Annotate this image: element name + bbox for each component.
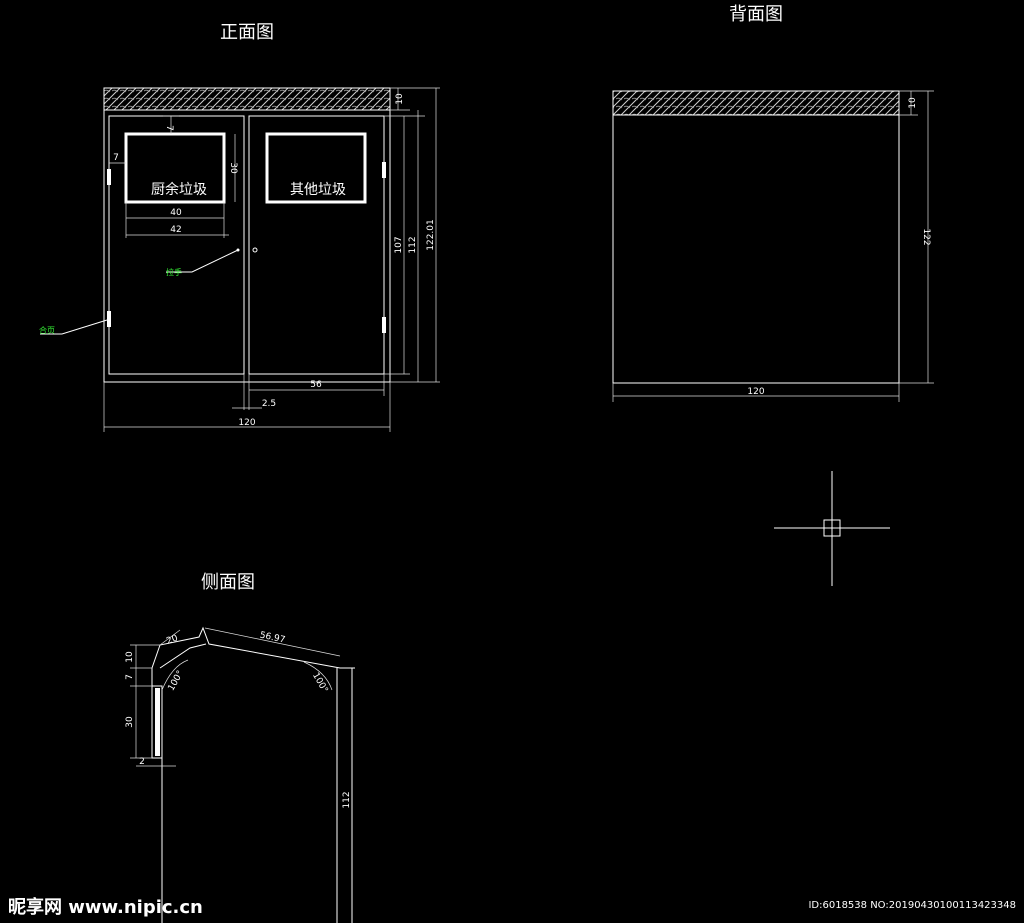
side-dim-2: 2	[139, 757, 145, 767]
front-body-outline	[103, 109, 391, 383]
side-dim-56-97: 56.97	[259, 630, 286, 645]
hinge-icon	[107, 169, 111, 185]
dim-42: 42	[170, 225, 181, 235]
side-dim-10: 10	[125, 651, 135, 663]
hinge-icon	[382, 317, 386, 333]
side-door-panel	[151, 685, 163, 759]
dim-7-side: 7	[113, 153, 119, 163]
left-door-label: 厨余垃圾	[151, 181, 207, 198]
front-view: 正面图 厨余垃圾 其他垃圾 拉手 合页 7	[39, 22, 440, 432]
side-dim-112: 112	[342, 791, 352, 808]
side-roof-outline	[151, 626, 355, 686]
dim-40: 40	[170, 208, 182, 218]
side-angle-right: 100°	[310, 671, 330, 695]
angle-arc-left	[161, 659, 189, 691]
side-roof-inner	[159, 643, 207, 669]
hinge-leader-line	[40, 319, 108, 335]
side-door-fill	[155, 688, 160, 756]
hinge-note: 合页	[39, 325, 55, 335]
back-dim-10: 10	[908, 97, 918, 109]
right-door-window	[265, 132, 367, 204]
back-view-title: 背面图	[729, 4, 783, 25]
angle-arc-right	[303, 661, 333, 691]
front-view-title: 正面图	[220, 22, 274, 43]
crosshair-cursor-icon	[774, 471, 890, 586]
front-roof-hatch	[103, 87, 391, 111]
side-view-title: 侧面图	[201, 572, 255, 593]
back-dim-120: 120	[747, 387, 764, 397]
left-door-window	[124, 132, 226, 204]
dim-56: 56	[310, 380, 322, 390]
hinge-icon	[382, 162, 386, 178]
dim-line	[159, 629, 181, 646]
dim-2-5: 2.5	[262, 399, 276, 409]
dim-107: 107	[394, 236, 404, 253]
side-dim-20: 20	[165, 633, 179, 646]
side-dim-7: 7	[125, 674, 135, 680]
back-roof-hatch	[612, 90, 900, 116]
back-body-outline	[612, 114, 900, 384]
dim-120: 120	[238, 418, 255, 428]
watermark-id: ID:6018538 NO:20190430100113423348	[808, 900, 1016, 911]
side-angle-left: 100°	[167, 669, 187, 693]
dim-122: 122.01	[426, 219, 436, 251]
back-dim-122: 122	[921, 228, 931, 245]
dim-112: 112	[408, 236, 418, 253]
dim-7-top: 7	[164, 125, 174, 131]
back-view: 背面图 10 122 120	[612, 4, 934, 402]
handle-leader-line	[166, 249, 239, 273]
watermark-logo: 昵享网 www.nipic.cn	[8, 896, 203, 918]
right-door	[248, 115, 385, 375]
hinge-icon	[107, 311, 111, 327]
side-dim-30: 30	[125, 716, 135, 728]
dim-line	[204, 627, 341, 657]
door-handle-icon	[252, 247, 258, 253]
watermark: 昵享网 www.nipic.cn ID:6018538 NO:201904301…	[8, 896, 1016, 918]
side-view: 侧面图 10 7 30 2 20 56.97 100° 100° 112	[125, 572, 355, 923]
dim-30: 30	[228, 162, 238, 174]
handle-note: 拉手	[166, 267, 182, 277]
dim-10: 10	[395, 93, 405, 105]
crosshair-box	[823, 519, 841, 537]
right-door-label: 其他垃圾	[290, 182, 346, 198]
